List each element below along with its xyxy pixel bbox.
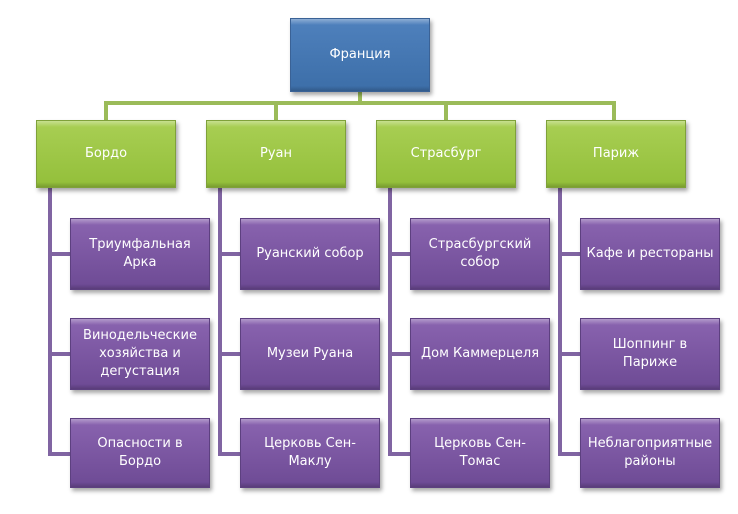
attraction-node[interactable]: Винодельческие хозяйства и дегустация [70, 318, 210, 390]
attraction-node[interactable]: Триумфальная Арка [70, 218, 210, 290]
connector-strasbourg [444, 101, 448, 121]
child-connector-horizontal [218, 352, 244, 356]
child-connector-vertical [218, 188, 222, 454]
attraction-node[interactable]: Страсбургский собор [410, 218, 550, 290]
city-node-paris[interactable]: Париж [546, 120, 686, 188]
child-connector-horizontal [48, 352, 74, 356]
attraction-label: Дом Каммерцеля [420, 346, 540, 361]
connector-bordeaux [104, 101, 108, 121]
city-label: Страсбург [410, 146, 482, 161]
city-label: Руан [260, 146, 292, 161]
city-label: Бордо [84, 146, 128, 161]
city-label: Париж [592, 146, 640, 161]
child-connector-horizontal [558, 252, 584, 256]
child-connector-horizontal [388, 252, 414, 256]
connector-paris [612, 101, 616, 121]
attraction-node[interactable]: Музеи Руана [240, 318, 380, 390]
child-connector-vertical [48, 188, 52, 454]
attraction-label: Церковь Сен- Маклу [264, 436, 356, 469]
child-connector-horizontal [218, 452, 244, 456]
child-connector-horizontal [388, 452, 414, 456]
attraction-node[interactable]: Неблагоприятные районы [580, 418, 720, 488]
attraction-node[interactable]: Шоппинг в Париже [580, 318, 720, 390]
connector-rouen [274, 101, 278, 121]
attraction-label: Триумфальная Арка [89, 237, 191, 270]
level1-connector-horizontal [104, 101, 616, 105]
attraction-node[interactable]: Дом Каммерцеля [410, 318, 550, 390]
child-connector-vertical [388, 188, 392, 454]
attraction-label: Шоппинг в Париже [612, 337, 688, 370]
child-connector-horizontal [218, 252, 244, 256]
attraction-label: Музеи Руана [266, 346, 354, 361]
attraction-node[interactable]: Церковь Сен- Томас [410, 418, 550, 488]
root-connector-vertical [358, 92, 362, 104]
root-node-label: Франция [329, 47, 391, 62]
city-node-strasbourg[interactable]: Страсбург [376, 120, 516, 188]
attraction-node[interactable]: Церковь Сен- Маклу [240, 418, 380, 488]
child-connector-horizontal [48, 452, 74, 456]
attraction-label: Кафе и рестораны [586, 246, 714, 261]
child-connector-horizontal [558, 352, 584, 356]
child-connector-horizontal [48, 252, 74, 256]
attraction-node[interactable]: Кафе и рестораны [580, 218, 720, 290]
attraction-node[interactable]: Опасности в Бордо [70, 418, 210, 488]
child-connector-horizontal [558, 452, 584, 456]
root-node-france[interactable]: Франция [290, 18, 430, 92]
attraction-node[interactable]: Руанский собор [240, 218, 380, 290]
attraction-label: Опасности в Бордо [97, 436, 183, 469]
attraction-label: Церковь Сен- Томас [434, 436, 526, 469]
attraction-label: Страсбургский собор [428, 237, 532, 270]
city-node-bordeaux[interactable]: Бордо [36, 120, 176, 188]
attraction-label: Винодельческие хозяйства и дегустация [83, 328, 197, 379]
attraction-label: Неблагоприятные районы [587, 436, 713, 469]
city-node-rouen[interactable]: Руан [206, 120, 346, 188]
child-connector-horizontal [388, 352, 414, 356]
child-connector-vertical [558, 188, 562, 454]
attraction-label: Руанский собор [256, 246, 364, 261]
